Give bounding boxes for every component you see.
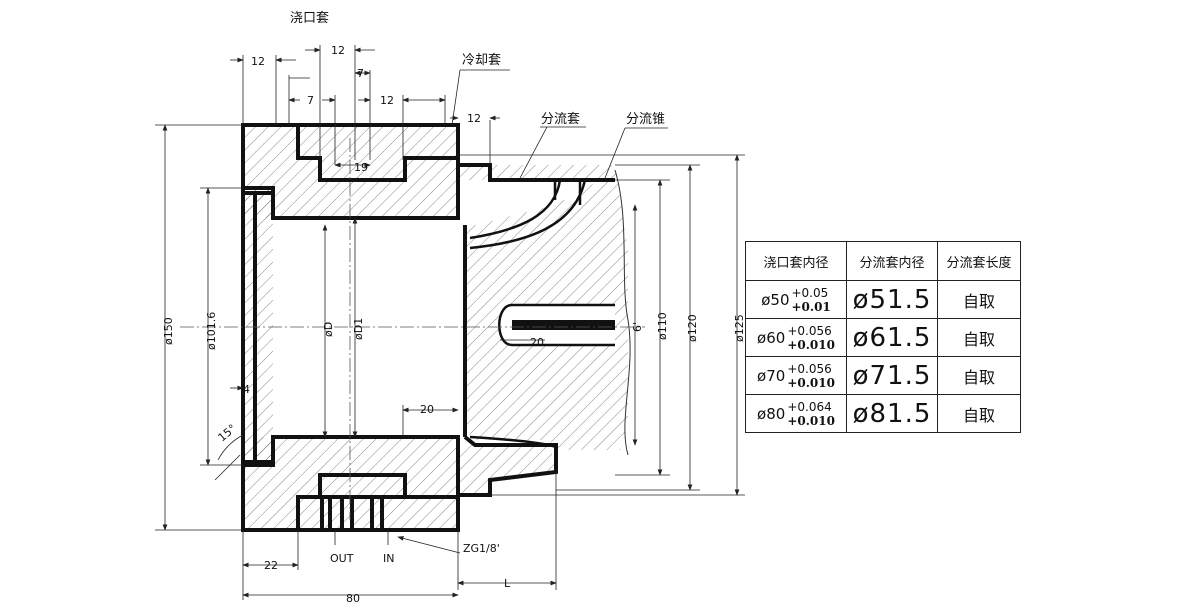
table-row: ø70+0.056+0.010 ø71.5 自取 [745, 356, 1021, 395]
center-lines [180, 138, 645, 520]
header-sprue-inner-dia: 浇口套内径 [745, 241, 847, 281]
dim-angle-15: 15° [216, 422, 239, 444]
cell-length: 自取 [937, 356, 1021, 395]
dim-top-12-left: 12 [251, 55, 265, 68]
label-in: IN [383, 552, 394, 565]
table-header-row: 浇口套内径 分流套内径 分流套长度 [745, 241, 1021, 281]
label-thread: ZG1/8' [463, 542, 500, 555]
center-pin [498, 303, 615, 347]
dim-bottom-80: 80 [346, 592, 360, 605]
dim-top-7-a: 7 [307, 94, 314, 107]
dim-d6: 6' [631, 322, 644, 332]
dim-top-12-mid: 12 [331, 44, 345, 57]
label-manifold-cone: 分流锥 [626, 112, 665, 127]
header-sleeve-inner-dia: 分流套内径 [846, 241, 938, 281]
dim-bore-20: 20 [530, 336, 544, 349]
dim-rib-20: 20 [420, 403, 434, 416]
label-manifold-sleeve: 分流套 [541, 111, 580, 127]
cell-sleeve: ø71.5 [846, 356, 938, 395]
cell-length: 自取 [937, 318, 1021, 357]
dimension-lines [155, 45, 745, 600]
dim-d120: ø120 [686, 314, 699, 342]
dim-d125: ø125 [733, 314, 746, 342]
table-row: ø80+0.064+0.010 ø81.5 自取 [745, 394, 1021, 433]
cell-sleeve: ø51.5 [846, 280, 938, 319]
dim-dD1: øD1 [352, 318, 365, 340]
break-line [614, 169, 631, 456]
dim-small-4: 4 [243, 383, 250, 396]
spec-table: 浇口套内径 分流套内径 分流套长度 ø50+0.05+0.01 ø51.5 自取… [745, 241, 1021, 433]
dim-top-7-b: 7 [357, 67, 364, 80]
table-row: ø60+0.056+0.010 ø61.5 自取 [745, 318, 1021, 357]
dim-top-12-right: 12 [380, 94, 394, 107]
cell-dia: ø70+0.056+0.010 [745, 356, 847, 395]
label-out: OUT [330, 552, 354, 565]
cell-length: 自取 [937, 394, 1021, 433]
table-row: ø50+0.05+0.01 ø51.5 自取 [745, 280, 1021, 319]
dim-bottom-L: L [504, 577, 511, 590]
dim-dD: øD [322, 322, 335, 337]
dim-top-12-jacket: 12 [467, 112, 481, 125]
header-sleeve-length: 分流套长度 [937, 241, 1021, 281]
dim-d150: ø150 [162, 317, 175, 345]
cell-sleeve: ø61.5 [846, 318, 938, 357]
dim-d101-6: ø101.6 [205, 312, 218, 350]
dim-bottom-22: 22 [264, 559, 278, 572]
leader-underlines [460, 69, 668, 129]
dim-groove-19: 19 [354, 161, 368, 174]
cell-sleeve: ø81.5 [846, 394, 938, 433]
cell-dia: ø80+0.064+0.010 [745, 394, 847, 433]
cell-length: 自取 [937, 280, 1021, 319]
dim-d110: ø110 [656, 312, 669, 340]
cell-dia: ø60+0.056+0.010 [745, 318, 847, 357]
label-cooling-jacket: 冷却套 [462, 52, 501, 68]
cell-dia: ø50+0.05+0.01 [745, 280, 847, 319]
runner-curves [469, 179, 587, 449]
label-sprue-bushing: 浇口套 [290, 10, 329, 26]
